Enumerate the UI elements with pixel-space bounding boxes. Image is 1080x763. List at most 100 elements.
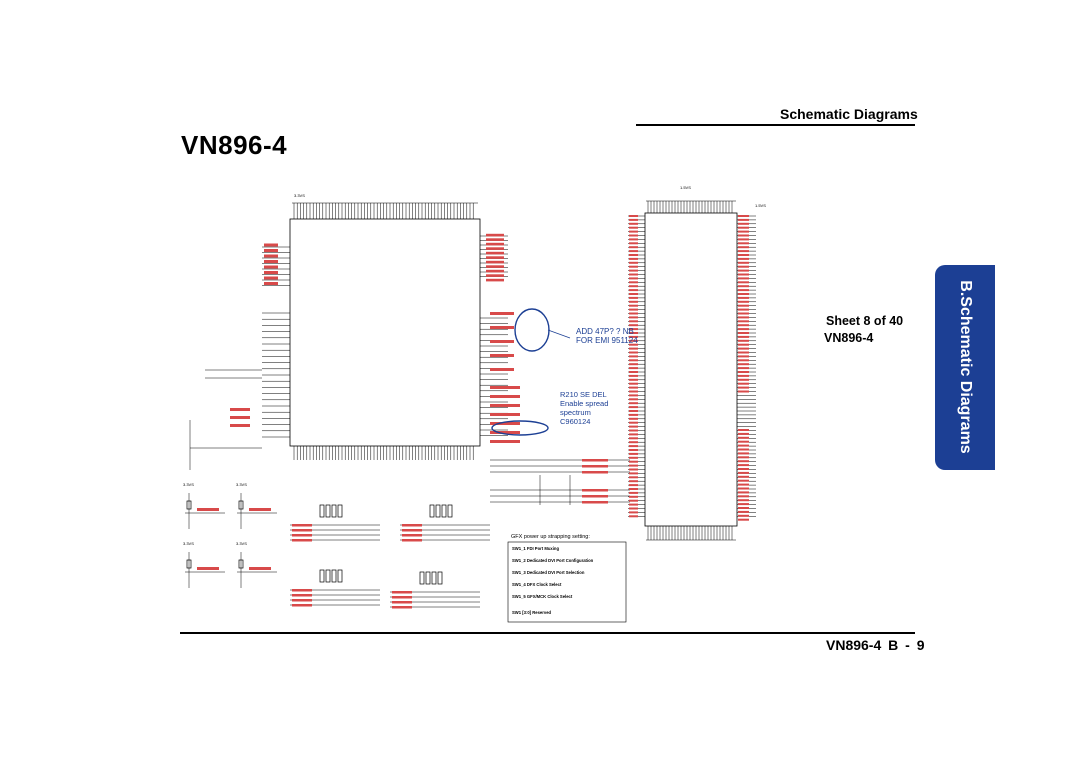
- net-label-marker: [486, 251, 504, 255]
- net-label-marker: [738, 215, 749, 217]
- resistor-pack-element: [331, 504, 337, 518]
- net-label-marker: [738, 514, 749, 517]
- net-label-marker: [629, 452, 638, 455]
- strap-row: SW1_4 DFX Clock Select: [512, 582, 562, 587]
- net-label-marker: [486, 247, 504, 250]
- net-label-marker: [738, 246, 749, 249]
- net-label-marker: [490, 431, 520, 434]
- net-label-marker: [738, 328, 749, 331]
- net-label-marker: [197, 567, 219, 570]
- rail-label-3v3-a: 3.3VS: [183, 482, 194, 487]
- net-label-marker: [738, 386, 749, 389]
- resistor-pack-element: [319, 504, 325, 518]
- net-label-marker: [738, 491, 749, 494]
- net-label-marker: [264, 265, 278, 269]
- net-label-marker: [629, 406, 638, 409]
- resistor: [186, 500, 192, 510]
- net-label-marker: [629, 257, 638, 260]
- rail-label-3v3-d: 3.3VS: [236, 541, 247, 546]
- net-label-marker: [629, 246, 638, 249]
- net-label-marker: [629, 324, 638, 327]
- footer-rule: [180, 632, 915, 634]
- net-label-marker: [738, 464, 749, 467]
- net-label-marker: [629, 273, 638, 276]
- net-label-marker: [629, 308, 638, 311]
- net-label-marker: [738, 468, 749, 470]
- net-label-marker: [629, 511, 638, 514]
- net-label-marker: [629, 300, 638, 303]
- strap-table-border: [507, 541, 627, 623]
- net-label-marker: [629, 285, 638, 288]
- side-tab: B.Schematic Diagrams: [935, 265, 995, 470]
- net-label-marker: [629, 265, 638, 268]
- net-label-marker: [738, 257, 749, 260]
- net-label-marker: [738, 479, 749, 482]
- resistor: [186, 559, 192, 569]
- net-label-marker: [629, 476, 638, 479]
- net-label-marker: [738, 316, 749, 319]
- resistor-pack-element: [425, 571, 431, 585]
- net-label-marker: [738, 335, 749, 338]
- net-label-marker: [629, 472, 638, 475]
- net-label-marker: [629, 456, 638, 459]
- section-rule: [636, 124, 915, 126]
- net-label-marker: [629, 371, 638, 373]
- net-label-marker: [292, 589, 312, 592]
- net-label-marker: [738, 320, 749, 323]
- net-label-marker: [738, 507, 749, 509]
- net-label-marker: [738, 308, 749, 311]
- sheet-model: VN896-4: [824, 331, 874, 345]
- strap-row: SW1 [3:0] Reserved: [512, 610, 552, 615]
- net-label-marker: [738, 250, 749, 253]
- net-label-marker: [582, 465, 608, 468]
- sheet-number: Sheet 8 of 40: [826, 314, 904, 328]
- net-label-marker: [629, 503, 638, 506]
- side-tab-label: B.Schematic Diagrams: [957, 280, 974, 454]
- net-label-marker: [738, 242, 749, 245]
- net-label-marker: [629, 382, 638, 385]
- net-label-marker: [629, 441, 638, 444]
- net-label-marker: [629, 304, 638, 307]
- rail-label-3v3-top: 3.3VS: [294, 193, 305, 198]
- schematic-net-labels: [197, 215, 749, 609]
- net-label-marker: [629, 394, 638, 397]
- net-label-marker: [264, 243, 278, 247]
- net-label-marker: [738, 483, 749, 486]
- net-label-marker: [738, 343, 749, 346]
- resistor-pack-element: [325, 569, 331, 583]
- spread-note-line4: C960124: [560, 417, 590, 426]
- strap-row: SW1_2 Dedicated DVI Port Configuration: [512, 558, 594, 563]
- resistor-pack-element: [331, 569, 337, 583]
- net-label-marker: [490, 312, 514, 315]
- net-label-marker: [292, 539, 312, 542]
- net-label-marker: [292, 529, 312, 532]
- net-label-marker: [629, 312, 638, 315]
- resistor-pack-element: [429, 504, 435, 518]
- net-label-marker: [738, 332, 749, 334]
- rail-label-1v5-right: 1.5VS: [755, 203, 766, 208]
- net-label-marker: [738, 374, 749, 377]
- net-label-marker: [629, 378, 638, 381]
- net-label-marker: [738, 359, 749, 362]
- net-label-marker: [629, 429, 638, 432]
- net-label-marker: [629, 460, 638, 463]
- net-label-marker: [629, 355, 638, 358]
- section-heading: Schematic Diagrams: [780, 106, 918, 122]
- net-label-marker: [249, 508, 271, 511]
- resistor-pack-element: [447, 504, 453, 518]
- spread-note-line3: spectrum: [560, 408, 591, 417]
- net-label-marker: [629, 293, 638, 295]
- net-label-marker: [629, 499, 638, 502]
- net-label-marker: [629, 386, 638, 389]
- net-label-marker: [738, 238, 749, 241]
- resistor: [238, 559, 244, 569]
- net-label-marker: [230, 424, 250, 427]
- net-label-marker: [738, 218, 749, 221]
- resistor-pack-element: [337, 504, 343, 518]
- net-label-marker: [629, 335, 638, 338]
- page-title: VN896-4: [181, 130, 288, 160]
- net-label-marker: [738, 277, 749, 280]
- net-label-marker: [292, 599, 312, 602]
- resistor-pack-element: [441, 504, 447, 518]
